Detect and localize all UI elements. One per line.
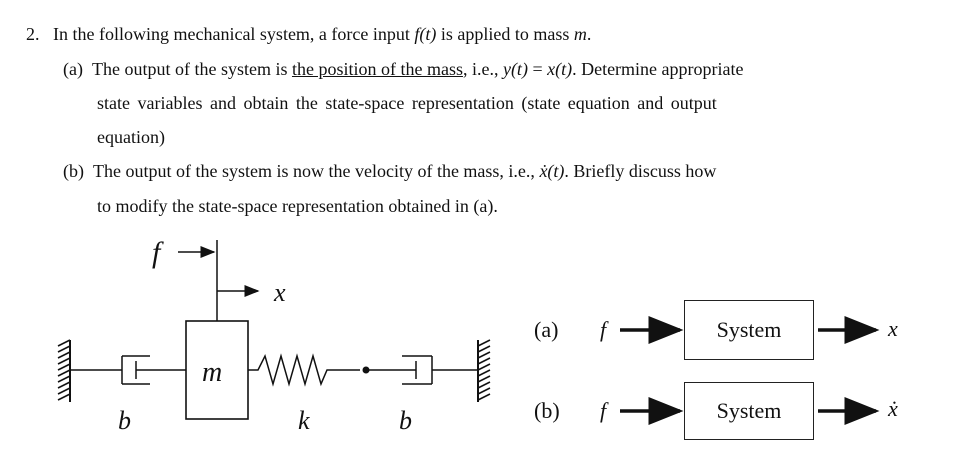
part-a-label: (a) — [63, 59, 83, 79]
block-diagram-b-input: f — [600, 398, 607, 423]
right-damper — [366, 355, 478, 385]
spring — [248, 353, 370, 387]
right-wall — [477, 339, 491, 402]
system-block-b: System — [684, 382, 814, 440]
part-a-line-3: equation) — [97, 127, 165, 147]
part-a-line-2: state variables and obtain the state-spa… — [97, 93, 717, 113]
question-number: 2. — [26, 24, 40, 44]
system-block-a-text: System — [716, 317, 782, 342]
block-diagram-b-output: ẋ — [888, 396, 898, 421]
block-diagram-b-label: (b) — [534, 398, 560, 423]
spring-label: k — [298, 406, 310, 435]
block-diagram-a-label: (a) — [534, 317, 559, 342]
question-line-1: 2. In the following mechanical system, a… — [26, 24, 592, 44]
part-b-label: (b) — [63, 161, 84, 181]
left-damper — [70, 355, 186, 385]
mass-label: m — [202, 357, 223, 388]
part-b-line-1: (b) The output of the system is now the … — [63, 161, 717, 181]
damper-left-label: b — [118, 406, 131, 435]
force-arrow — [178, 240, 218, 321]
force-label: f — [152, 236, 161, 269]
damper-right-label: b — [399, 406, 412, 435]
system-block-b-text: System — [716, 398, 782, 423]
mass-block — [185, 320, 249, 420]
left-wall — [57, 339, 71, 402]
block-diagram-a-output: x — [888, 316, 898, 341]
displacement-label: x — [274, 278, 286, 307]
block-diagram-a-input: f — [600, 317, 607, 342]
system-block-a: System — [684, 300, 814, 360]
part-a-line-1: (a) The output of the system is the posi… — [63, 59, 744, 79]
part-b-line-2: to modify the state-space representation… — [97, 196, 498, 216]
